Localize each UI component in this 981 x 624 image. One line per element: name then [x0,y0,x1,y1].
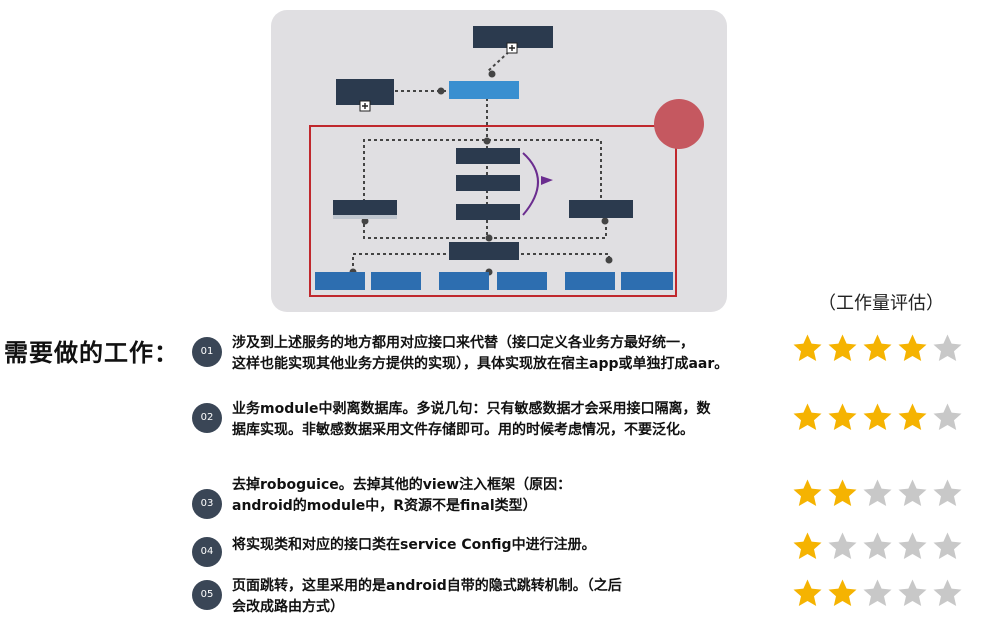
star-empty-icon [863,532,892,559]
scope-frame [309,125,677,297]
task-line-1: 去掉roboguice。去掉其他的view注入框架（原因： [232,477,572,493]
loop-arrow [522,152,539,216]
task-description: 页面跳转，这里采用的是android自带的隐式跳转机制。（之后会改成路由方式） [232,576,622,618]
star-empty-icon [933,334,962,361]
star-filled-icon [828,579,857,606]
diagram-box-lower [449,242,519,260]
task-line-1: 业务module中剥离数据库。多说几句：只有敏感数据才会采用接口隔离，数 [232,401,711,417]
star-filled-icon [793,334,822,361]
star-empty-icon [933,403,962,430]
module-box [315,272,365,290]
workload-rating [792,578,963,610]
star-empty-icon [898,579,927,606]
stack-box-2 [456,175,520,191]
task-number-badge: 03 [192,489,222,519]
star-empty-icon [863,479,892,506]
task-number-badge: 04 [192,537,222,567]
architecture-diagram [309,26,704,297]
dot [483,137,491,145]
star-filled-icon [828,403,857,430]
star-empty-icon [898,479,927,506]
workload-rating [792,333,963,365]
star-filled-icon [863,403,892,430]
module-box [621,272,673,290]
connector-branch [363,139,602,208]
task-line-2: 会改成路由方式） [232,599,344,615]
star-filled-icon [793,403,822,430]
section-label: 需要做的工作： [4,339,179,367]
star-filled-icon [898,334,927,361]
star-empty-icon [828,532,857,559]
diagram-box-mid-right [569,200,633,218]
star-filled-icon [793,479,822,506]
star-filled-icon [828,479,857,506]
star-empty-icon [933,532,962,559]
workload-rating [792,478,963,510]
task-description: 涉及到上述服务的地方都用对应接口来代替（接口定义各业务方最好统一， 这样也能实现其… [232,333,728,375]
arrow-head [541,176,553,185]
stack-box-1 [456,148,520,164]
star-empty-icon [933,479,962,506]
task-description: 业务module中剥离数据库。多说几句：只有敏感数据才会采用接口隔离，数据库实现… [232,399,711,441]
connector-lower [363,218,607,239]
stack-box-3 [456,204,520,220]
diagram-box-highlight [449,81,519,99]
workload-rating [792,531,963,563]
star-filled-icon [863,334,892,361]
task-number-badge: 05 [192,580,222,610]
star-filled-icon [898,403,927,430]
star-empty-icon [898,532,927,559]
task-description: 去掉roboguice。去掉其他的view注入框架（原因： android的mod… [232,475,571,517]
diagram-box-top [473,26,553,48]
dot [361,217,369,225]
star-empty-icon [933,579,962,606]
task-number-badge: 02 [192,403,222,433]
task-line-2: 据库实现。非敏感数据采用文件存储即可。用的时候考虑情况，不要泛化。 [232,422,694,438]
task-line-2: 这样也能实现其他业务方提供的实现），具体实现放在宿主app或单独打成aar。 [232,356,729,372]
marker-circle [654,99,704,149]
module-box [371,272,421,290]
task-number-badge: 01 [192,337,222,367]
star-filled-icon [828,334,857,361]
star-empty-icon [863,579,892,606]
module-box [565,272,615,290]
task-line-2: android的module中，R资源不是final类型） [232,498,537,514]
module-box [497,272,547,290]
task-line-1: 页面跳转，这里采用的是android自带的隐式跳转机制。（之后 [232,578,622,594]
module-box [439,272,489,290]
dot [437,87,445,95]
dot [488,70,496,78]
architecture-diagram-panel [271,10,727,312]
dot [605,256,613,264]
dot [485,234,493,242]
star-filled-icon [793,532,822,559]
star-filled-icon [793,579,822,606]
task-line-1: 将实现类和对应的接口类在service Config中进行注册。 [232,537,596,553]
diagram-box-mid-left [333,200,397,218]
workload-rating [792,402,963,434]
task-description: 将实现类和对应的接口类在service Config中进行注册。 [232,535,596,556]
evaluation-label: （工作量评估） [818,293,944,314]
task-line-1: 涉及到上述服务的地方都用对应接口来代替（接口定义各业务方最好统一， [232,335,694,351]
dot [601,217,609,225]
